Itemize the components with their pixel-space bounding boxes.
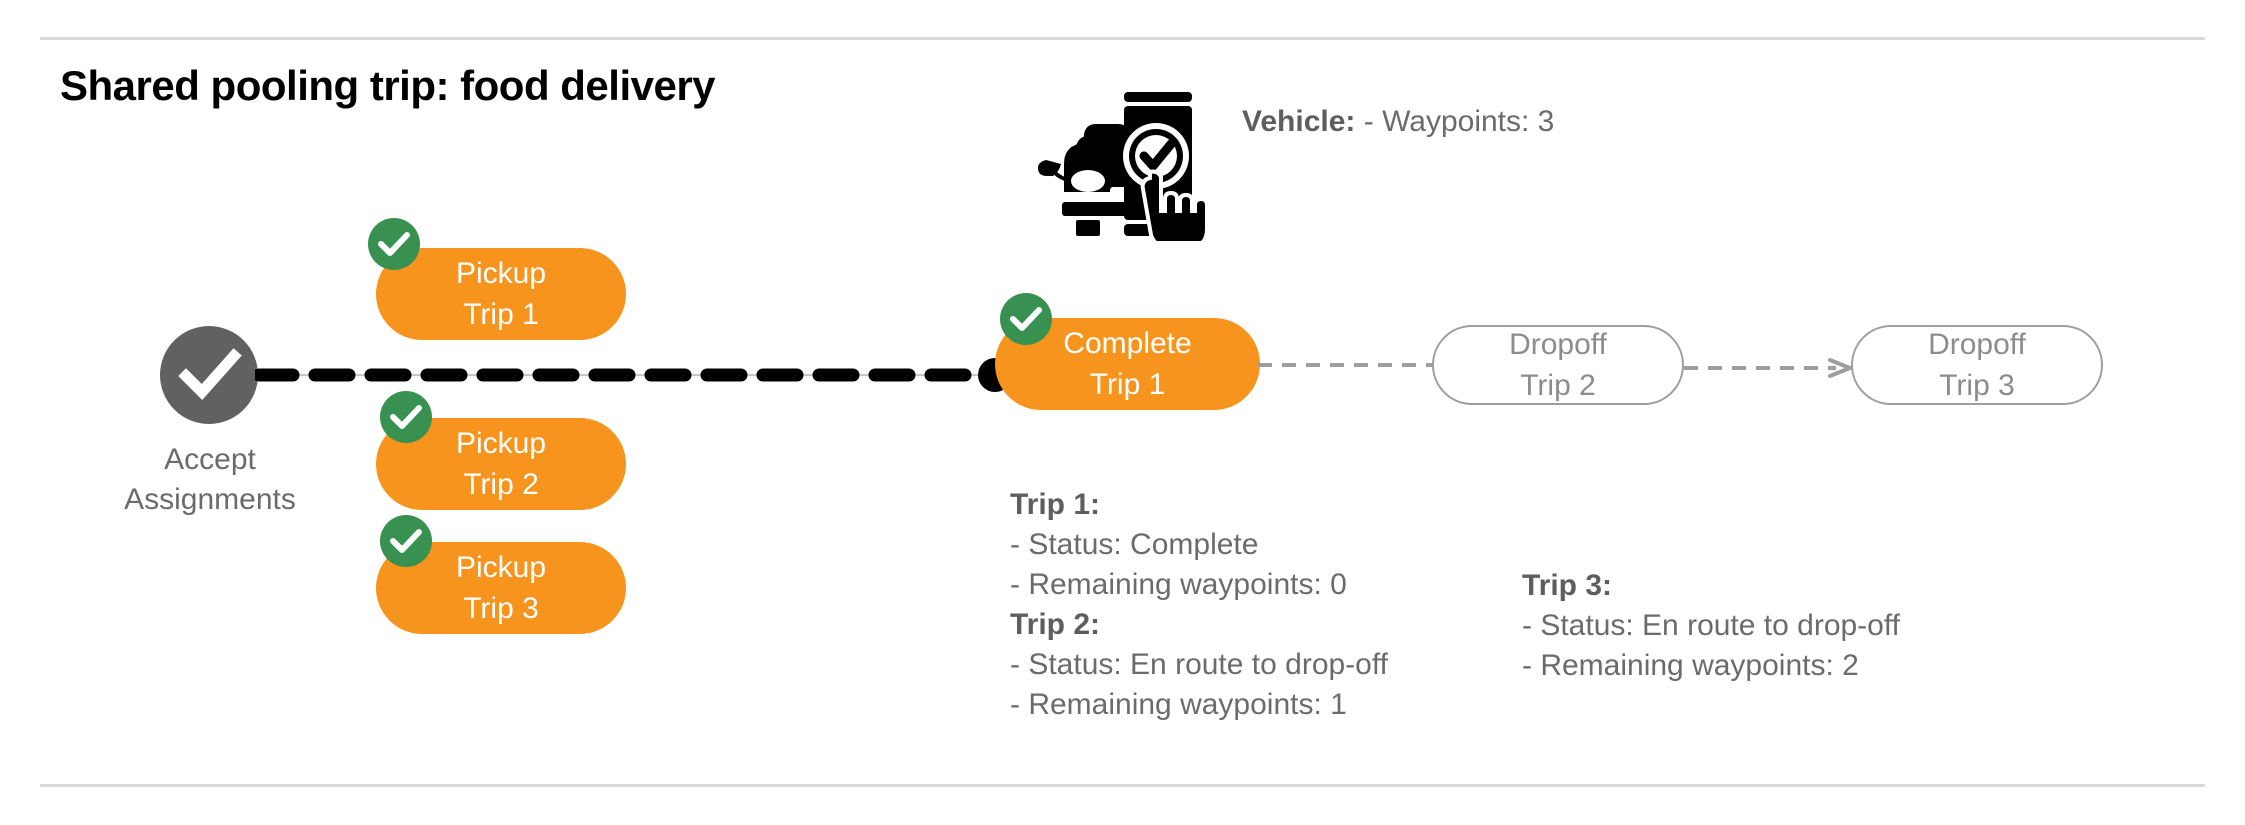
accept-assignments-node[interactable] [160,326,258,424]
black-dashed-connector [252,368,1003,382]
check-badge-pickup-trip-3 [380,515,432,567]
vehicle-waypoints-text: - Waypoints: 3 [1363,105,1555,138]
pill-dropoff-trip-3[interactable]: Dropoff Trip 3 [1851,325,2103,405]
check-icon [390,529,422,553]
check-badge-pickup-trip-1 [368,218,420,270]
check-badge-pickup-trip-2 [380,391,432,443]
page-title: Shared pooling trip: food delivery [60,62,716,109]
trip-2-status: - Status: En route to drop-off [1010,648,1388,681]
trip-1-heading: Trip 1: [1010,488,1101,521]
car-phone-check-icon [1032,86,1209,249]
pill-complete-trip-1-line1: Complete [1063,327,1192,360]
pill-pickup-trip-3-line2: Trip 3 [463,592,539,625]
vehicle-legend: Vehicle: - Waypoints: 3 [1242,102,1554,141]
pill-dropoff-trip-2-line1: Dropoff [1509,328,1607,361]
pill-dropoff-trip-2-line2: Trip 2 [1520,369,1596,402]
pill-dropoff-trip-3-line2: Trip 3 [1939,369,2015,402]
pill-pickup-trip-3-line1: Pickup [455,551,547,584]
trip-1-status: - Status: Complete [1010,528,1259,561]
gray-dashed-connector-1 [1258,358,1436,372]
pill-dropoff-trip-2[interactable]: Dropoff Trip 2 [1432,325,1684,405]
trip-details-left: Trip 1: - Status: Complete - Remaining w… [1010,485,1388,725]
trip-2-heading: Trip 2: [1010,608,1101,641]
pill-pickup-trip-2[interactable]: Pickup Trip 2 [376,418,626,510]
trip-3-remaining-waypoints: - Remaining waypoints: 2 [1522,649,1859,682]
pill-pickup-trip-2-line2: Trip 2 [463,468,539,501]
trip-3-heading: Trip 3: [1522,569,1613,602]
pill-dropoff-trip-3-line1: Dropoff [1928,328,2026,361]
accept-label-line2: Assignments [124,483,296,516]
check-circle-icon [178,348,242,401]
vehicle-legend-heading: Vehicle: [1242,105,1356,138]
trip-1-remaining-waypoints: - Remaining waypoints: 0 [1010,568,1347,601]
check-icon [378,232,410,256]
check-icon [1010,307,1042,331]
check-badge-complete-trip-1 [1000,293,1052,345]
trip-2-remaining-waypoints: - Remaining waypoints: 1 [1010,688,1347,721]
pill-pickup-trip-1-line2: Trip 1 [463,298,539,331]
pill-pickup-trip-2-line1: Pickup [455,427,547,460]
trip-3-status: - Status: En route to drop-off [1522,609,1900,642]
pill-pickup-trip-1-line1: Pickup [455,257,547,290]
accept-label-line1: Accept [164,443,256,476]
pill-complete-trip-1-line2: Trip 1 [1089,368,1166,401]
gray-dashed-arrow-connector [1684,358,1856,378]
bottom-divider [40,784,2205,787]
arrowhead-icon [1828,358,1852,378]
top-divider [40,37,2205,40]
check-icon [390,405,422,429]
trip-details-right: Trip 3: - Status: En route to drop-off -… [1522,566,1900,686]
accept-assignments-label: Accept Assignments [100,440,320,520]
pill-pickup-trip-1[interactable]: Pickup Trip 1 [376,248,626,340]
